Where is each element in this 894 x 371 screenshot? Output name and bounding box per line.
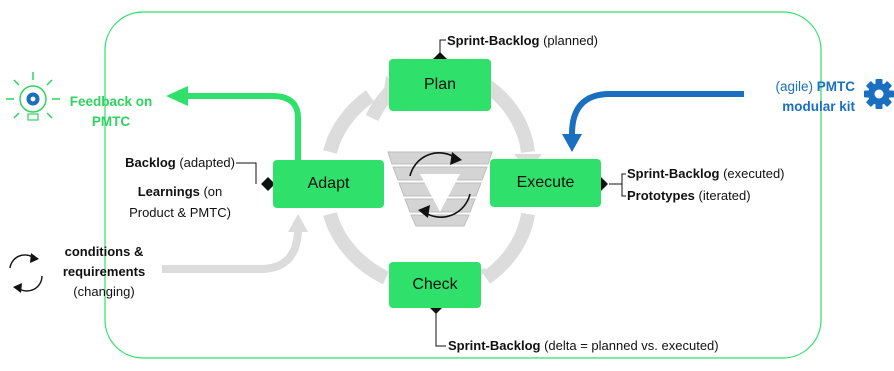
- kit-bold-2: modular kit: [782, 99, 855, 114]
- plan-note-rest: (planned): [539, 33, 599, 48]
- adapt-note-2: Learnings (on: [110, 184, 250, 200]
- check-note: Sprint-Backlog (delta = planned vs. exec…: [448, 338, 719, 354]
- conditions-line-1: conditions &: [64, 244, 144, 259]
- adapt-note-1: Backlog (adapted): [100, 155, 235, 171]
- conditions-label: conditions & requirements (changing): [44, 242, 164, 302]
- conditions-line-3: (changing): [73, 284, 135, 299]
- check-note-rest: (delta = planned vs. executed): [540, 338, 719, 353]
- lightbulb-gear-icon: [6, 72, 60, 121]
- execute-note-2: Prototypes (iterated): [627, 188, 751, 204]
- cycle-arrows-small-icon: [9, 253, 43, 293]
- feedback-arrow: [186, 93, 301, 160]
- kit-arrow: [569, 91, 744, 135]
- kit-prefix: (agile): [775, 79, 817, 94]
- iteration-funnel-icon: [387, 151, 493, 227]
- kit-bold-1: PMTC: [816, 79, 855, 94]
- gear-icon: [864, 79, 894, 109]
- execute-note-1-rest: (executed): [719, 166, 785, 181]
- cycle-arrows-icon: [409, 152, 471, 218]
- kit-line-2: modular kit: [742, 97, 855, 117]
- kit-line-1: (agile) PMTC: [742, 77, 855, 97]
- conditions-arrow: [162, 227, 302, 273]
- kit-label: (agile) PMTC modular kit: [742, 77, 855, 117]
- kit-arrowhead: [562, 134, 582, 152]
- conditions-line-2: requirements: [62, 264, 146, 279]
- adapt-note-3: Product & PMTC): [129, 205, 231, 220]
- adapt-note-1-bold: Backlog: [125, 155, 176, 170]
- conditions-arrowhead: [288, 214, 308, 232]
- outer-frame: [104, 11, 822, 359]
- adapt-note-2-bold: Learnings: [137, 184, 200, 199]
- check-box: Check: [389, 262, 481, 308]
- execute-note-1-bold: Sprint-Backlog: [627, 166, 720, 181]
- execute-note-2-rest: (iterated): [694, 188, 751, 203]
- feedback-line-1: Feedback on: [69, 94, 153, 109]
- feedback-arrowhead: [166, 86, 188, 106]
- execute-note-1: Sprint-Backlog (executed): [627, 166, 785, 182]
- adapt-note-1-rest: (adapted): [175, 155, 235, 170]
- check-note-bold: Sprint-Backlog: [448, 338, 541, 353]
- adapt-note-2-rest: (on: [199, 184, 223, 199]
- plan-note: Sprint-Backlog (planned): [447, 33, 598, 49]
- execute-box: Execute: [490, 159, 601, 207]
- plan-box: Plan: [389, 59, 491, 111]
- feedback-label: Feedback on PMTC: [56, 92, 166, 132]
- plan-note-bold: Sprint-Backlog: [447, 33, 540, 48]
- execute-note-2-bold: Prototypes: [627, 188, 695, 203]
- feedback-line-2: PMTC: [91, 114, 131, 129]
- adapt-box: Adapt: [273, 160, 384, 208]
